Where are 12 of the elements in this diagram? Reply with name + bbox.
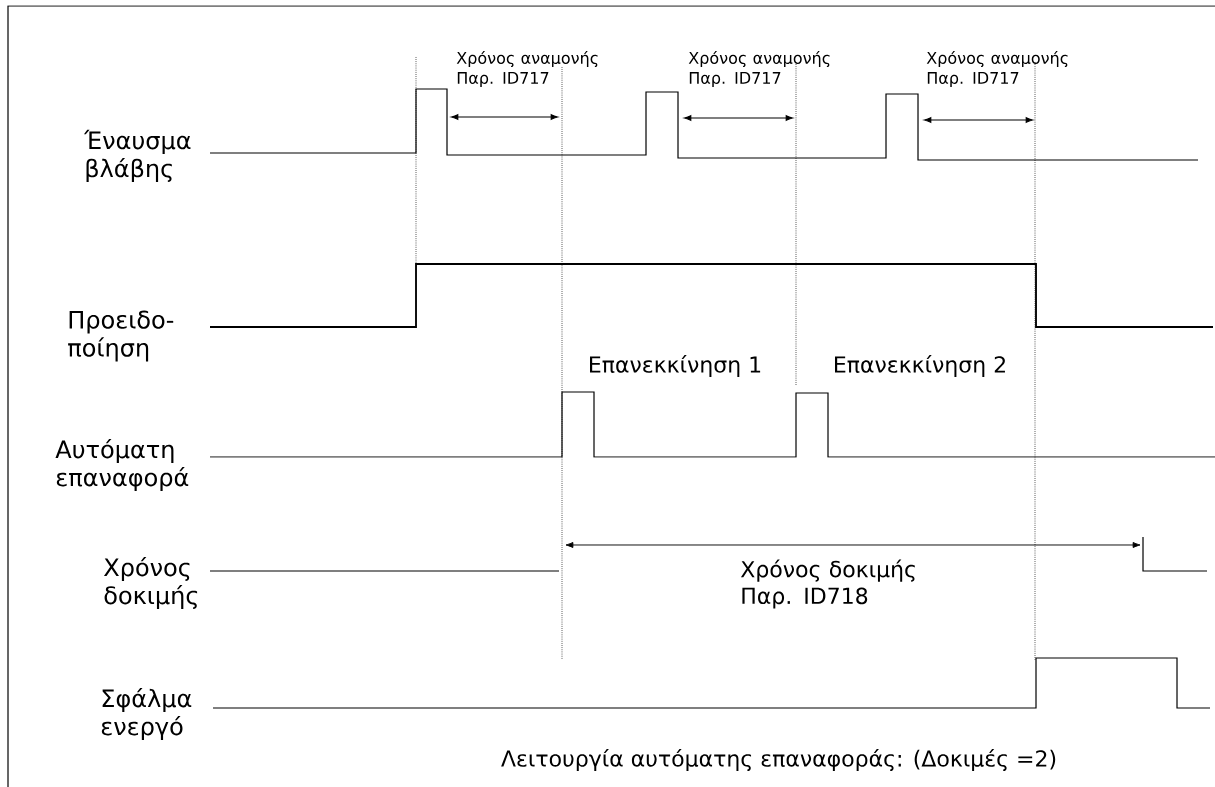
signal-label: Προειδο- ποίηση	[68, 310, 174, 362]
restart-label: Επανεκκίνηση 1	[590, 354, 761, 378]
interval-label: Χρόνος αναμονής Παρ. ID717	[688, 50, 830, 88]
signal-label: Σφάλμα ενεργό	[101, 687, 192, 741]
caption: Λειτουργία αυτόματης επαναφοράς: (Δοκιμές =2)	[501, 748, 1056, 772]
interval-label: Χρόνος αναμονής Παρ. ID717	[456, 50, 598, 88]
signal-label: Αυτόματη επαναφορά	[55, 438, 189, 492]
interval-label: Χρόνος δοκιμής Παρ. ID718	[740, 559, 915, 609]
signal-label: Χρόνος δοκιμής	[104, 556, 198, 610]
signal-label: Έναυσμα βλάβης	[84, 129, 191, 183]
interval-label: Χρόνος αναμονής Παρ. ID717	[926, 50, 1068, 88]
restart-label: Επανεκκίνηση 2	[835, 354, 1005, 378]
